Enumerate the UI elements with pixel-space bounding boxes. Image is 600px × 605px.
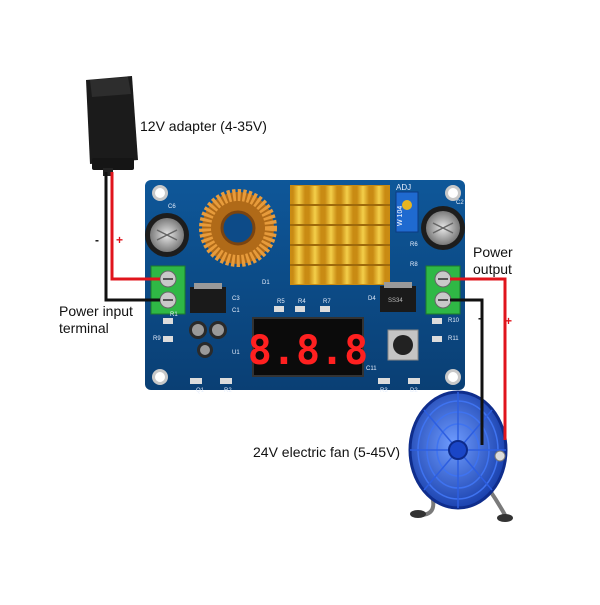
- r3-label: R3: [380, 388, 388, 394]
- c2-label: C2: [456, 200, 464, 206]
- fan-label: 24V electric fan (5-45V): [253, 444, 401, 460]
- r5-label: R5: [277, 299, 285, 305]
- c1-label: C1: [232, 308, 240, 314]
- smd-part: [432, 336, 442, 342]
- smd-part: [163, 336, 173, 342]
- smd-part: [190, 378, 202, 384]
- wires: [104, 172, 507, 445]
- smd-part: [295, 306, 305, 312]
- r6-label: R6: [410, 242, 418, 248]
- q1-label: Q1: [196, 388, 205, 394]
- d4-label: D4: [368, 296, 376, 302]
- pot-code: W 104: [397, 206, 404, 226]
- smd-part: [320, 306, 330, 312]
- input-minus-marker: -: [95, 233, 99, 247]
- input-terminal-label-line2: terminal: [59, 320, 109, 336]
- toroid-inductor: [199, 189, 277, 267]
- input-terminal: [150, 265, 186, 315]
- electric-fan: [408, 390, 513, 522]
- r2-label: R2: [224, 388, 232, 394]
- output-label-line2: output: [473, 261, 512, 277]
- adj-label: ADJ: [396, 183, 411, 192]
- c6-label: C6: [168, 204, 176, 210]
- input-terminal-label-line1: Power input: [59, 303, 133, 319]
- display-digits: 8.8.8: [248, 328, 368, 374]
- power-adapter: [86, 76, 138, 176]
- smd-part: [408, 378, 420, 384]
- mosfet-left: [190, 283, 226, 313]
- smd-part: [220, 378, 232, 384]
- capacitor-right: [421, 206, 465, 250]
- r4-label: R4: [298, 299, 306, 305]
- r1-label: R1: [170, 312, 178, 318]
- input-plus-marker: +: [116, 233, 124, 247]
- r10-label: R10: [448, 318, 460, 324]
- capacitor-left: [145, 213, 189, 257]
- heatsink: [290, 185, 390, 285]
- smd-part: [163, 318, 173, 324]
- adapter-label: 12V adapter (4-35V): [140, 118, 267, 134]
- r11-label: R11: [448, 336, 459, 342]
- r7-label: R7: [323, 299, 331, 305]
- d1-label: D1: [262, 280, 270, 286]
- potentiometer: [395, 191, 419, 233]
- pcb-board: [145, 180, 465, 390]
- c11-label: C11: [366, 366, 377, 372]
- diode-right: [380, 282, 416, 312]
- output-terminal: [425, 265, 461, 315]
- r8-label: R8: [410, 262, 418, 268]
- board-silkscreen: ADJ W 104 C6 C2 D1 D4 C1 C3 C11 R5 R4 R7…: [153, 183, 464, 394]
- r9-label: R9: [153, 336, 161, 342]
- ind-code: SS34: [388, 298, 403, 304]
- output-minus-marker: -: [478, 311, 482, 325]
- push-button: [387, 329, 419, 361]
- u1-label: U1: [232, 350, 240, 356]
- smd-part: [432, 318, 442, 324]
- smd-part: [378, 378, 390, 384]
- d2-label: D2: [410, 388, 418, 394]
- c3-label: C3: [232, 296, 240, 302]
- smd-part: [274, 306, 284, 312]
- led-display: [252, 317, 364, 377]
- output-label-line1: Power: [473, 244, 513, 260]
- output-plus-marker: +: [505, 314, 513, 328]
